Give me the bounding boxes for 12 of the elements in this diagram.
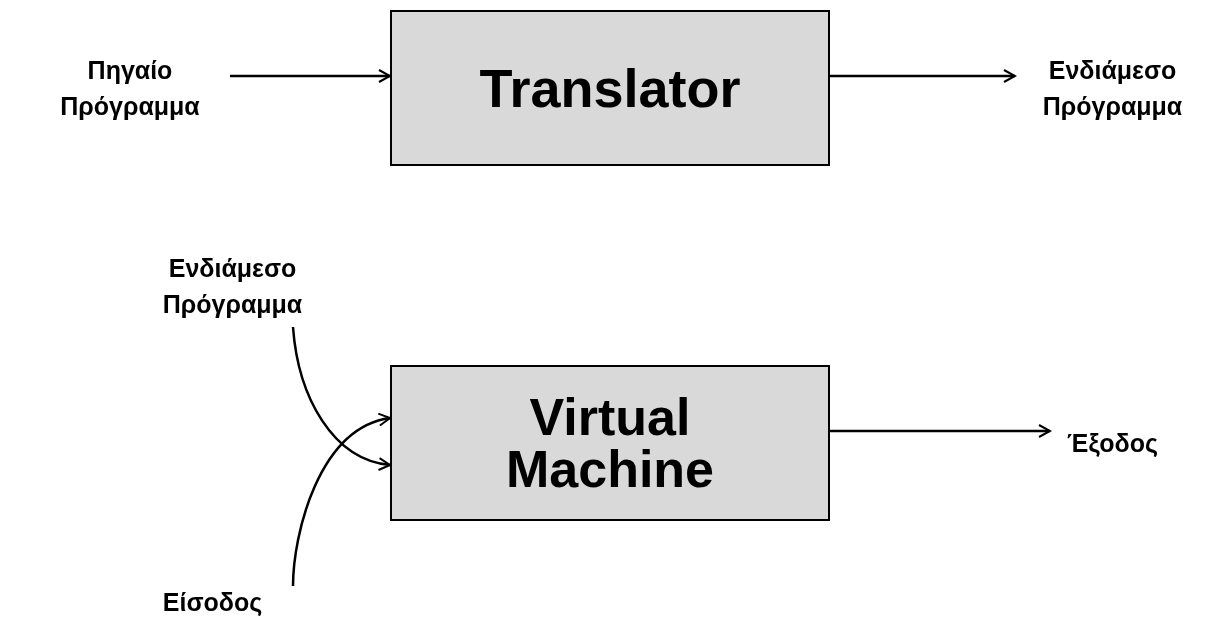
process-box: Virtual Machine: [390, 365, 830, 521]
io-label: Ενδιάμεσο Πρόγραμμα: [135, 245, 330, 327]
io-label: Είσοδος: [150, 586, 275, 618]
arrow: [830, 424, 1051, 438]
arrow: [230, 69, 391, 83]
arrow: [291, 326, 391, 470]
io-label: Έξοδος: [1050, 422, 1175, 464]
process-box: Translator: [390, 10, 830, 166]
io-label: Πηγαίο Πρόγραμμα: [30, 48, 230, 128]
io-label: Ενδιάμεσο Πρόγραμμα: [1015, 48, 1210, 128]
arrow: [830, 69, 1016, 83]
arrow: [291, 414, 391, 587]
